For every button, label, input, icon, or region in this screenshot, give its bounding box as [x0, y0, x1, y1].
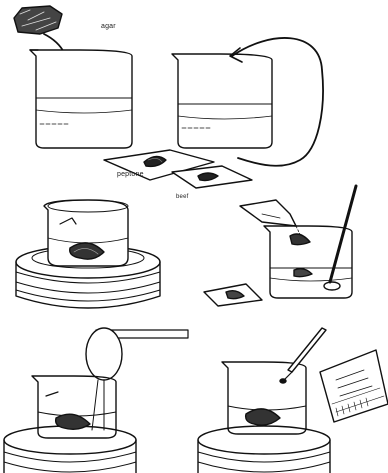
step2-beaker-pour: [104, 38, 323, 188]
label-agar: agar: [101, 23, 116, 30]
beaker-6: [222, 362, 306, 434]
step6-check: [198, 328, 388, 473]
beaker-1: [30, 50, 132, 148]
notepad-icon: [320, 350, 388, 422]
beaker-5: [32, 376, 116, 438]
step3-beaker-on-hotplate: [16, 200, 160, 308]
label-beef: beef: [176, 194, 188, 200]
beaker-2: [172, 54, 272, 148]
label-peptone: peptone: [117, 171, 144, 178]
beaker-3: [44, 200, 128, 266]
beaker-4: [264, 226, 352, 298]
step5-pouring: [4, 328, 188, 473]
flask-icon: [86, 328, 122, 380]
empty-paper: [204, 284, 262, 306]
agar-block-icon: [14, 6, 62, 34]
step4-stirring: [204, 186, 359, 306]
